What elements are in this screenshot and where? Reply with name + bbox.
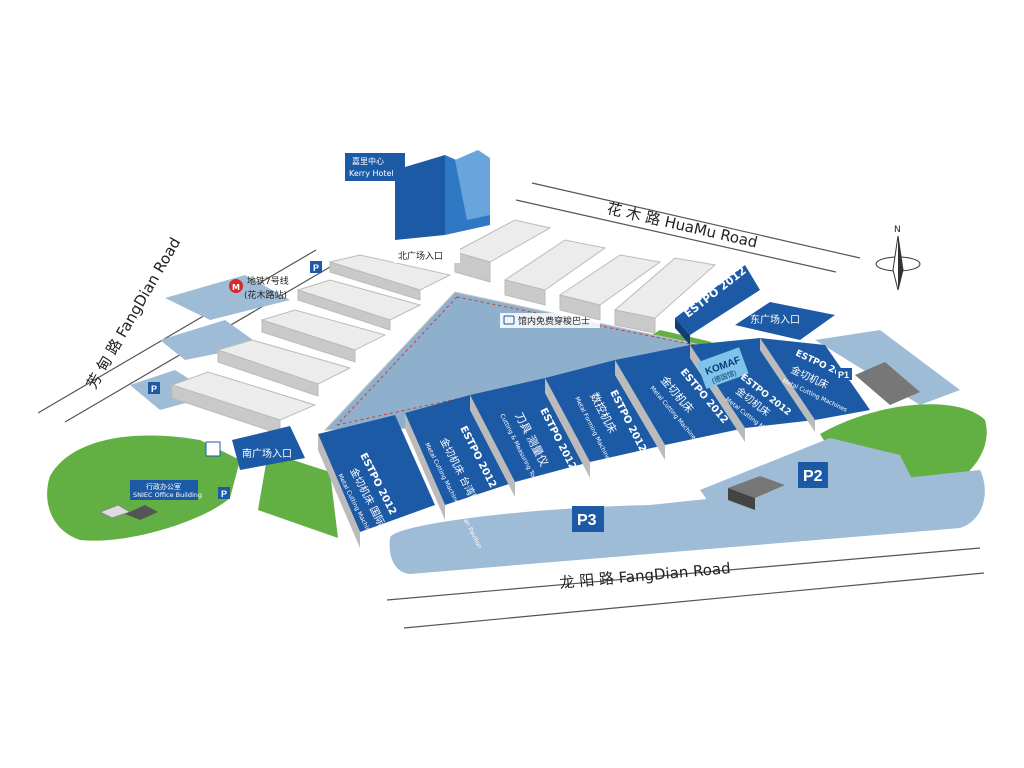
parking-sign-2	[148, 382, 160, 394]
west-hall-2	[296, 279, 422, 331]
parking-label-3: P	[221, 489, 227, 499]
hall-1: ESTPO 2012 金切机床 国际馆 Metal Cutting Machin…	[318, 415, 435, 564]
svg-text:M: M	[232, 283, 240, 292]
south-entrance-label: 南广场入口	[242, 447, 292, 460]
parking-label-2: P	[151, 384, 157, 394]
shuttle-route	[336, 296, 701, 426]
hall-6: KOMAF (德国馆) ESTPO 2012 金切机床 Metal Cuttin…	[690, 338, 815, 445]
parking-p3-sign	[572, 506, 604, 532]
north-hall-2	[503, 239, 607, 306]
west-hall-1	[328, 254, 452, 301]
bus-icon	[503, 315, 515, 325]
compass-label: N	[894, 225, 901, 235]
road-label-fangdian: 芳 甸 路 FangDian Road	[83, 234, 184, 392]
parking-p3-label: P3	[577, 512, 597, 529]
shuttle-sign	[500, 313, 600, 328]
p1-building	[855, 362, 920, 405]
office-label-cn: 行政办公室	[146, 482, 181, 491]
parking-sign-1	[310, 261, 322, 273]
office-building: 行政办公室 SNIEC Office Building	[98, 480, 202, 520]
east-plaza-sign: 东广场入口	[735, 302, 835, 340]
west-hall-4	[216, 339, 352, 397]
parking-p1-sign	[836, 368, 852, 380]
parking-p2-sign	[798, 462, 828, 488]
north-halls	[453, 219, 717, 334]
metro-icon	[229, 279, 243, 293]
hall-4: ESTPO 2012 数控机床 Metal Forming Machines	[545, 360, 665, 478]
road-lines	[37, 182, 985, 629]
west-halls	[170, 254, 452, 435]
north-hall-3	[558, 254, 662, 321]
office-label-en: SNIEC Office Building	[133, 491, 202, 499]
kerry-hotel: 嘉里中心 Kerry Hotel	[345, 150, 490, 240]
metro-station: M 地铁7号线 (花木路站)	[229, 275, 289, 301]
hotel-label-cn: 嘉里中心	[352, 156, 384, 166]
west-hall-3	[260, 309, 387, 363]
metro-line-label: 地铁7号线	[247, 275, 289, 287]
komaf-sign	[696, 347, 749, 389]
metro-station-label: (花木路站)	[244, 289, 287, 301]
parking-sign-3	[218, 487, 230, 499]
parking-signs: P1 P2 P3 P P P	[148, 261, 852, 532]
service-building	[728, 476, 785, 510]
north-hall-4	[613, 257, 717, 334]
parking-p2-label: P2	[803, 468, 823, 485]
parking-p1-label: P1	[838, 370, 849, 380]
estpo-halls: ESTPO 2012 金切机床 国际馆 Metal Cutting Machin…	[318, 338, 870, 564]
north-hall-1	[453, 219, 552, 283]
car-icon	[205, 441, 221, 457]
compass-icon: N	[875, 225, 921, 291]
shuttle-label: 馆内免费穿梭巴士	[518, 315, 590, 327]
hall-5: ESTPO 2012 金切机床 Metal Cutting Machines	[615, 345, 745, 460]
south-entrance: 南广场入口	[232, 426, 305, 470]
north-entrance-bg	[394, 249, 460, 263]
east-entrance-label: 东广场入口	[750, 313, 800, 326]
parking-label-1: P	[313, 263, 319, 273]
road-label-longyang: 龙 阳 路 FangDian Road	[559, 559, 732, 592]
hotel-label-en: Kerry Hotel	[349, 169, 394, 178]
north-entrance-label: 北广场入口	[398, 250, 443, 262]
